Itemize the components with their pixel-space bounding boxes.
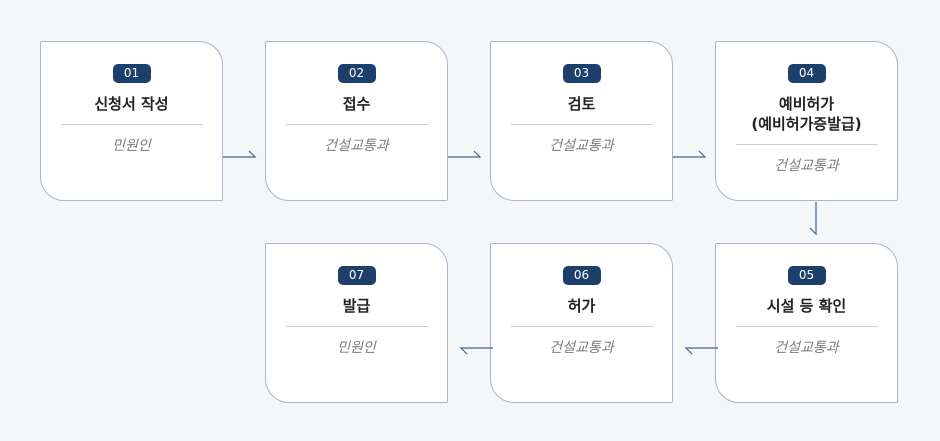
step-department: 민원인 xyxy=(337,340,376,356)
step-department: 건설교통과 xyxy=(549,340,614,356)
step-number-badge: 06 xyxy=(562,266,601,285)
step-title-line-1: 예비허가 xyxy=(778,95,835,113)
step-card-07: 07 발급 민원인 xyxy=(265,243,448,403)
step-title: 발급 xyxy=(342,297,371,315)
step-department: 건설교통과 xyxy=(549,138,614,154)
step-divider xyxy=(60,124,203,125)
arrow-left-icon xyxy=(459,347,493,355)
step-title: 접수 xyxy=(342,95,371,113)
step-divider xyxy=(285,124,428,125)
step-card-05: 05 시설 등 확인 건설교통과 xyxy=(715,243,898,403)
step-card-01: 01 신청서 작성 민원인 xyxy=(40,41,223,201)
step-divider xyxy=(510,124,653,125)
step-number-badge: 04 xyxy=(787,64,826,83)
step-title: 시설 등 확인 xyxy=(766,297,847,315)
step-number-badge: 02 xyxy=(337,64,376,83)
step-department: 건설교통과 xyxy=(324,138,389,154)
arrow-right-icon xyxy=(448,150,482,158)
step-divider xyxy=(510,326,653,327)
step-department: 건설교통과 xyxy=(774,158,839,174)
step-title: 예비허가 (예비허가증발급) xyxy=(716,94,897,134)
arrow-right-icon xyxy=(673,150,707,158)
step-department: 민원인 xyxy=(112,138,151,154)
arrow-down-icon xyxy=(809,202,817,236)
step-divider xyxy=(285,326,428,327)
step-number-badge: 07 xyxy=(337,266,376,285)
step-title: 신청서 작성 xyxy=(94,95,169,113)
step-card-03: 03 검토 건설교통과 xyxy=(490,41,673,201)
step-number-badge: 01 xyxy=(112,64,151,83)
step-title: 검토 xyxy=(567,95,596,113)
step-divider xyxy=(735,144,878,145)
step-card-04: 04 예비허가 (예비허가증발급) 건설교통과 xyxy=(715,41,898,201)
arrow-left-icon xyxy=(684,347,718,355)
step-card-06: 06 허가 건설교통과 xyxy=(490,243,673,403)
step-divider xyxy=(735,326,878,327)
step-number-badge: 05 xyxy=(787,266,826,285)
step-number-badge: 03 xyxy=(562,64,601,83)
step-card-02: 02 접수 건설교통과 xyxy=(265,41,448,201)
arrow-right-icon xyxy=(223,150,257,158)
step-department: 건설교통과 xyxy=(774,340,839,356)
step-title: 허가 xyxy=(567,297,596,315)
step-title-line-2: (예비허가증발급) xyxy=(751,115,862,133)
